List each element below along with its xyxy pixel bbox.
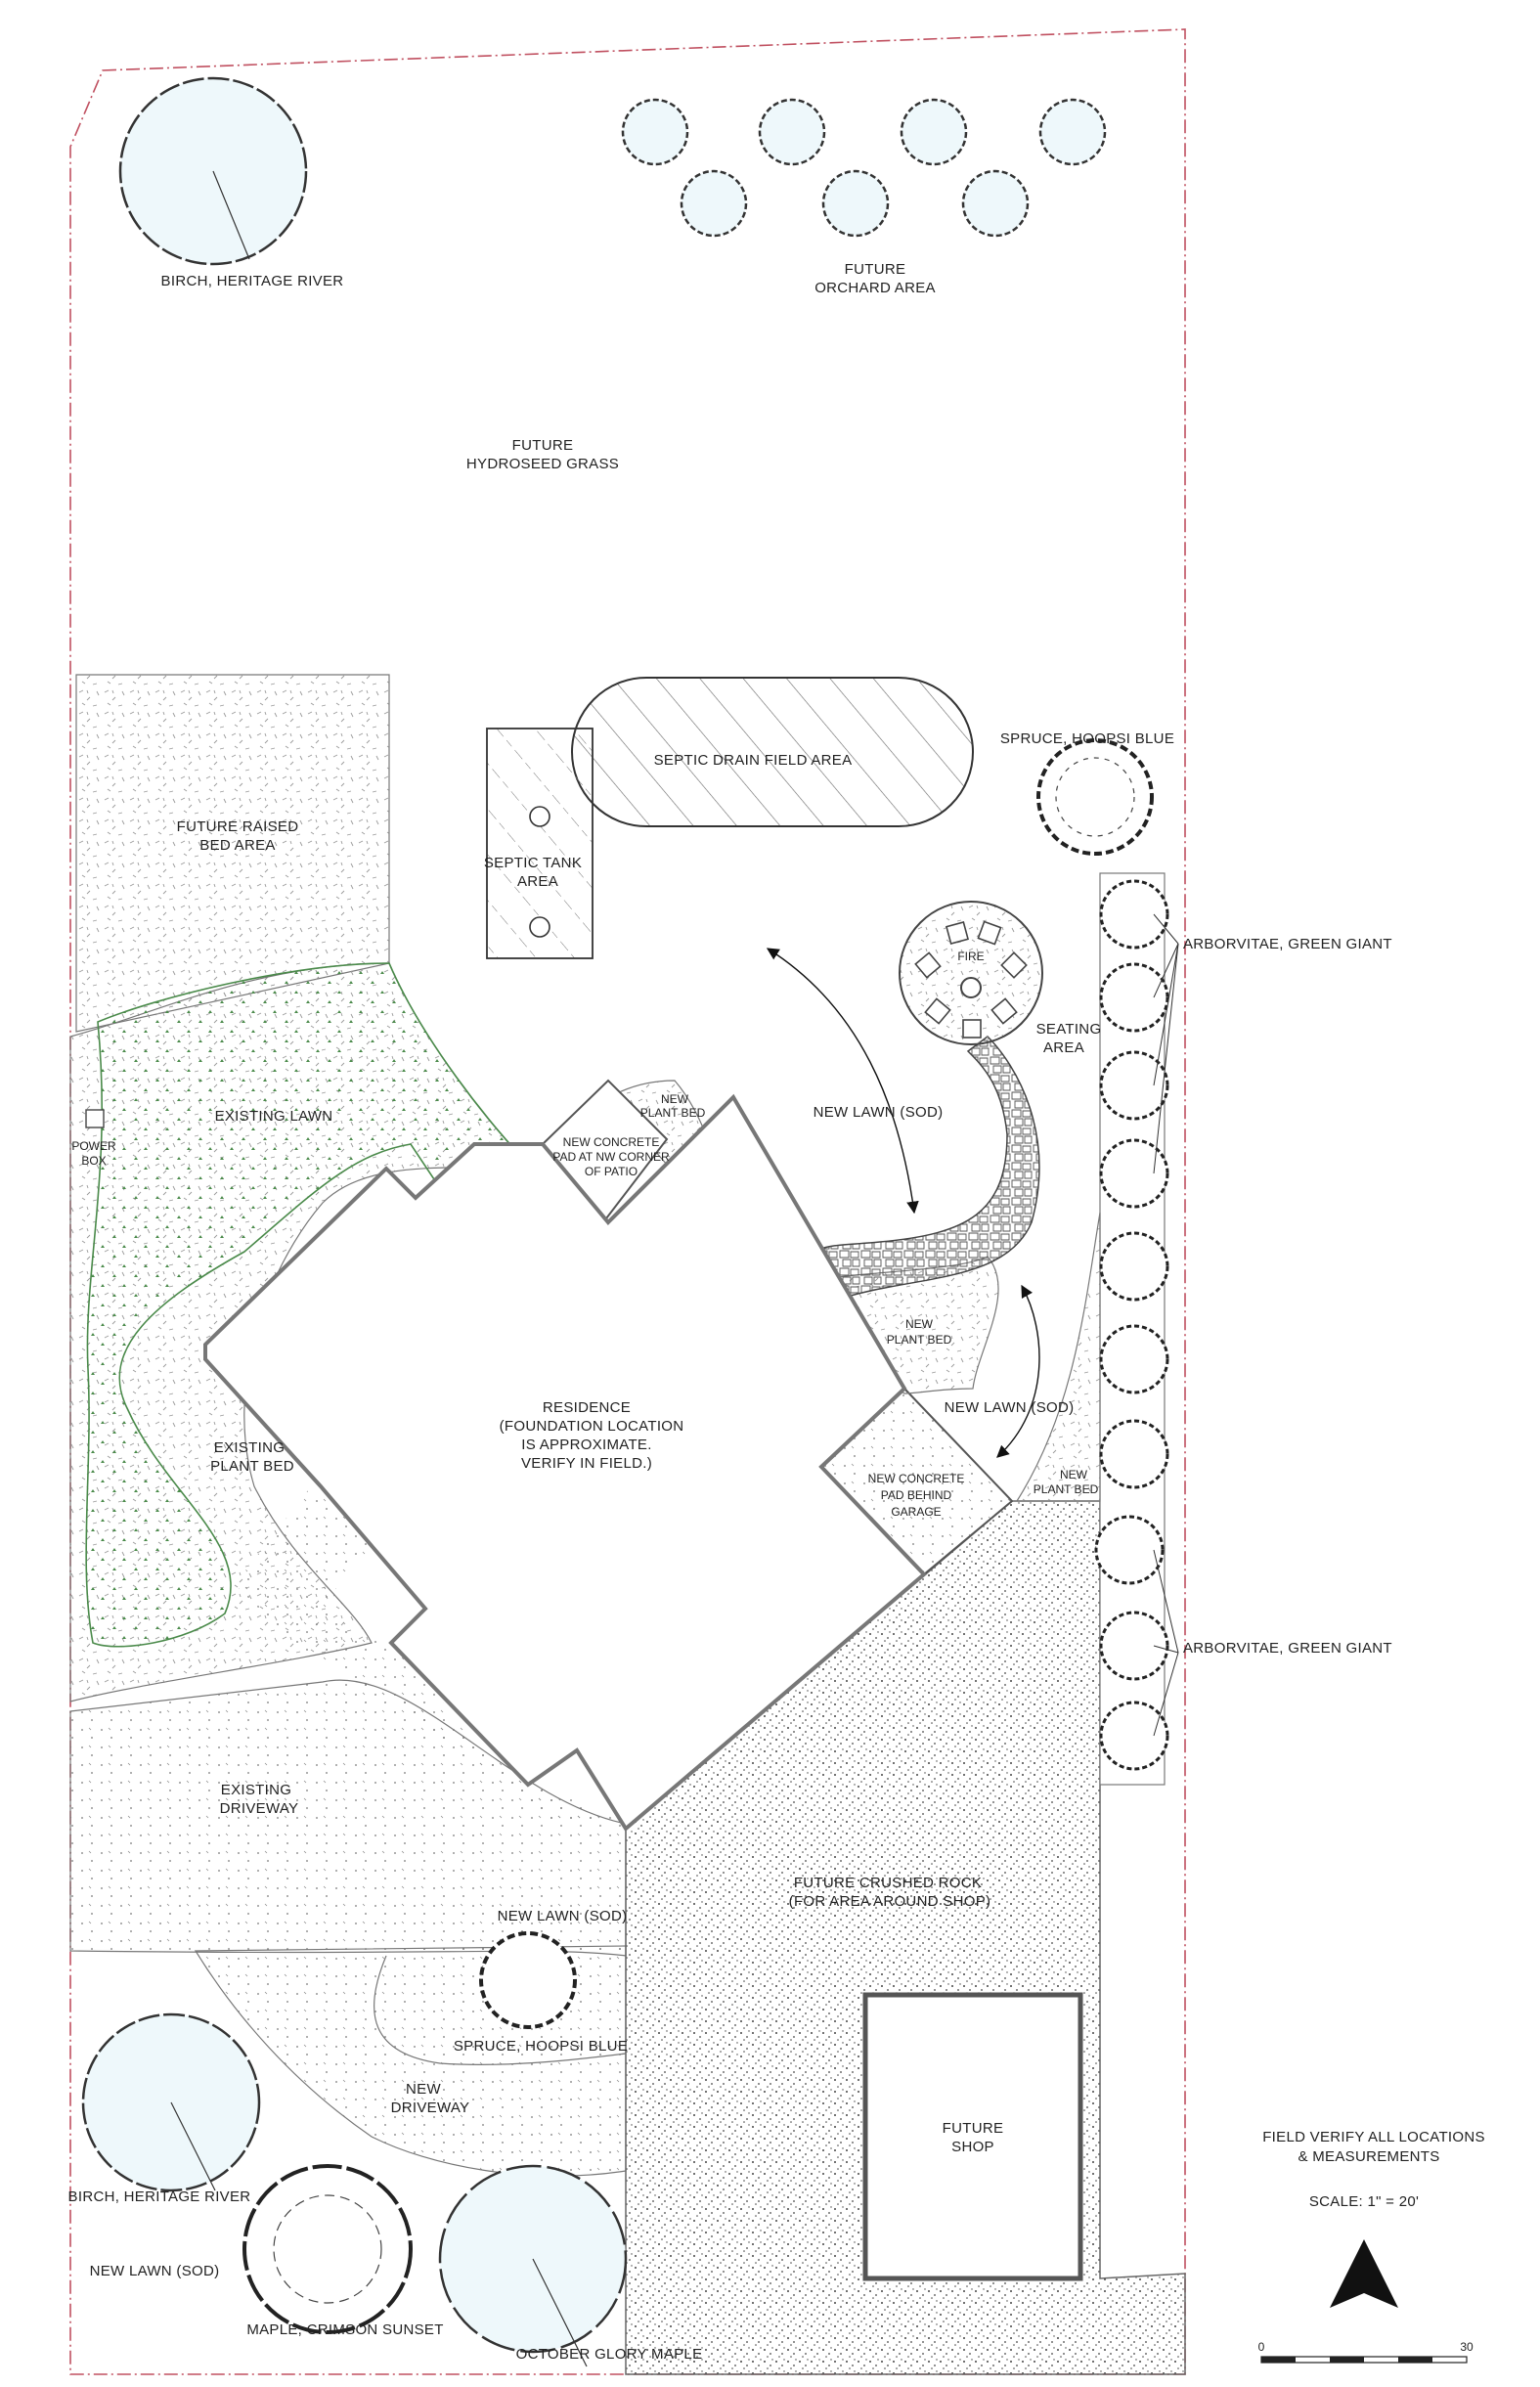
existing-plant-bed-label-2: PLANT BED xyxy=(210,1458,294,1475)
orchard-tree-1 xyxy=(621,98,689,166)
septic-tank-label-1: SEPTIC TANK xyxy=(484,855,582,871)
residence-footprint xyxy=(203,1093,927,1833)
septic-tank-label-2: AREA xyxy=(517,873,558,890)
new-concrete-nw-label-2: PAD AT NW CORNER xyxy=(552,1150,670,1164)
scale-bar xyxy=(1260,2356,1468,2364)
power-box-label-2: BOX xyxy=(81,1154,106,1168)
new-driveway-label-2: DRIVEWAY xyxy=(391,2100,470,2116)
existing-plant-bed-label-1: EXISTING xyxy=(214,1439,285,1456)
seating-chairs xyxy=(914,920,1028,1039)
future-shop xyxy=(862,1992,1083,2281)
existing-lawn xyxy=(85,962,535,1648)
septic-drain-label: SEPTIC DRAIN FIELD AREA xyxy=(654,752,853,769)
raised-bed-label-2: BED AREA xyxy=(199,837,275,854)
flagstone-path xyxy=(806,1036,1040,1301)
north-arrow xyxy=(1330,2239,1398,2308)
spruce-tree-bottom xyxy=(479,1931,577,2029)
scale-start-label: 0 xyxy=(1258,2340,1265,2354)
orchard-tree-3 xyxy=(900,98,968,166)
orchard-label-2: ORCHARD AREA xyxy=(814,280,936,296)
birch-bottom-label: BIRCH, HERITAGE RIVER xyxy=(68,2188,251,2205)
scale-end-label: 30 xyxy=(1460,2340,1474,2354)
existing-driveway-label-2: DRIVEWAY xyxy=(220,1800,299,1817)
scale-label: SCALE: 1" = 20' xyxy=(1309,2193,1419,2210)
arborvitae-2 xyxy=(1099,962,1169,1033)
orchard-tree-6 xyxy=(821,169,890,238)
arborvitae-leaders xyxy=(1153,913,1179,1737)
seating-label-2: AREA xyxy=(1043,1039,1084,1056)
arborvitae-6 xyxy=(1099,1324,1169,1394)
new-concrete-garage-label-2: PAD BEHIND xyxy=(881,1488,952,1502)
new-lawn-3-label: NEW LAWN (SOD) xyxy=(498,1908,628,1924)
septic-lid-top xyxy=(529,806,550,827)
septic-lid-bottom xyxy=(529,916,550,938)
future-shop-label-1: FUTURE xyxy=(943,2120,1004,2137)
arborvitae-3 xyxy=(1099,1050,1169,1121)
orchard-label-1: FUTURE xyxy=(845,261,906,278)
october-maple-label: OCTOBER GLORY MAPLE xyxy=(516,2346,703,2363)
residence-label-1: RESIDENCE xyxy=(543,1399,631,1416)
seating-label-1: SEATING xyxy=(1036,1021,1102,1038)
arborvitae-10 xyxy=(1099,1701,1169,1771)
new-lawn-edge xyxy=(374,1955,627,2065)
new-concrete-nw-label-1: NEW CONCRETE xyxy=(563,1135,660,1149)
fire-pit xyxy=(960,977,982,998)
orchard-tree-5 xyxy=(680,169,748,238)
new-concrete-nw-label-3: OF PATIO xyxy=(585,1165,638,1178)
arborvitae-1 xyxy=(1099,879,1169,950)
future-shop-label-2: SHOP xyxy=(951,2139,994,2155)
arborvitae-4 xyxy=(1099,1138,1169,1209)
arborvitae-8 xyxy=(1094,1515,1165,1585)
crushed-rock-label-1: FUTURE CRUSHED ROCK xyxy=(794,1875,982,1891)
lawn-arrow-2 xyxy=(996,1284,1040,1458)
new-concrete-garage-label-1: NEW CONCRETE xyxy=(868,1472,965,1485)
residence-label-4: VERIFY IN FIELD.) xyxy=(521,1455,652,1472)
new-plant-bed-mid-label-2: PLANT BED xyxy=(887,1333,952,1347)
arborvitae-top-label: ARBORVITAE, GREEN GIANT xyxy=(1183,936,1392,952)
new-plant-bed-east xyxy=(1015,1212,1101,1502)
field-verify-label-2: & MEASUREMENTS xyxy=(1298,2148,1439,2165)
new-lawn-1-label: NEW LAWN (SOD) xyxy=(814,1104,944,1121)
new-lawn-4-label: NEW LAWN (SOD) xyxy=(90,2263,220,2279)
orchard-tree-4 xyxy=(1038,98,1107,166)
residence-label-3: IS APPROXIMATE. xyxy=(521,1437,651,1453)
new-plant-bed-mid-label-1: NEW xyxy=(905,1317,934,1331)
orchard-tree-7 xyxy=(961,169,1030,238)
arborvitae-9 xyxy=(1099,1611,1169,1681)
new-plant-bed-nw-label-1: NEW xyxy=(661,1092,689,1106)
fire-label: FIRE xyxy=(957,950,984,963)
spruce-bottom-label: SPRUCE, HOOPSI BLUE xyxy=(454,2038,628,2055)
driveway-side-strip xyxy=(235,1472,626,1824)
new-plant-bed-e-label-1: NEW xyxy=(1060,1468,1088,1481)
new-concrete-garage-label-3: GARAGE xyxy=(891,1505,941,1519)
new-plant-bed-nw-label-2: PLANT BED xyxy=(640,1106,706,1120)
lawn-arrow-1 xyxy=(766,948,919,1215)
arborvitae-5 xyxy=(1099,1231,1169,1302)
orchard-trees xyxy=(621,98,1107,238)
new-lawn-2-label: NEW LAWN (SOD) xyxy=(945,1399,1075,1416)
spruce-tree-top xyxy=(1036,738,1154,856)
power-box-label-1: POWER xyxy=(71,1139,116,1153)
hydroseed-label-2: HYDROSEED GRASS xyxy=(466,456,619,472)
orchard-tree-2 xyxy=(758,98,826,166)
maple-crimson-label: MAPLE, CRIMSON SUNSET xyxy=(246,2321,443,2338)
power-box xyxy=(85,1109,105,1128)
existing-driveway-label-1: EXISTING xyxy=(221,1782,291,1798)
maple-crimson-sunset xyxy=(242,2164,413,2334)
arborvitae-trees xyxy=(1094,879,1169,1771)
birch-top-label: BIRCH, HERITAGE RIVER xyxy=(161,273,344,289)
existing-lawn-label: EXISTING LAWN xyxy=(215,1108,333,1125)
new-plant-bed-e-label-2: PLANT BED xyxy=(1034,1482,1099,1496)
hydroseed-label-1: FUTURE xyxy=(512,437,574,454)
spruce-top-label: SPRUCE, HOOPSI BLUE xyxy=(1000,730,1174,747)
arborvitae-bottom-label: ARBORVITAE, GREEN GIANT xyxy=(1183,1640,1392,1657)
residence-label-2: (FOUNDATION LOCATION xyxy=(500,1418,684,1435)
arborvitae-7 xyxy=(1099,1419,1169,1489)
raised-bed-label-1: FUTURE RAISED xyxy=(177,818,299,835)
field-verify-label-1: FIELD VERIFY ALL LOCATIONS xyxy=(1262,2129,1485,2145)
new-driveway-label-1: NEW xyxy=(406,2081,441,2098)
crushed-rock-label-2: (FOR AREA AROUND SHOP) xyxy=(789,1893,991,1910)
